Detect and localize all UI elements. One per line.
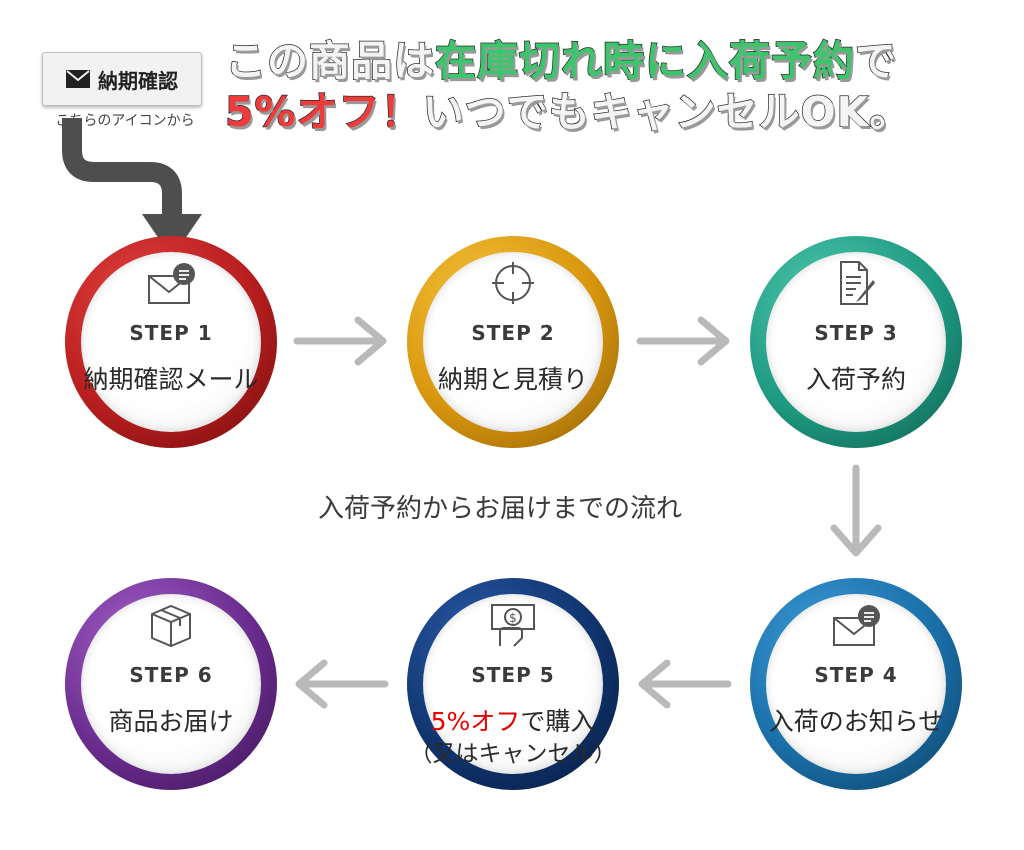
arrow-step4-to-step5 [638, 659, 732, 709]
step-number: STEP 4 [814, 663, 898, 687]
step-name: 入荷のお知らせ [768, 707, 944, 736]
envelope-icon [833, 605, 880, 646]
delivery-check-button[interactable]: 納期確認 [42, 52, 202, 106]
box-icon [151, 604, 191, 648]
step-number: STEP 1 [129, 321, 213, 345]
step-number: STEP 2 [471, 321, 555, 345]
step-name: 5%オフで購入 [430, 707, 596, 736]
crosshair-icon [492, 262, 534, 304]
button-caption: こちらのアイコンから [55, 113, 195, 129]
delivery-check-label: 納期確認 [98, 68, 178, 93]
flow-title: 入荷予約からお届けまでの流れ [317, 494, 682, 524]
money-hand-icon: $ [491, 604, 535, 647]
step-2: STEP 2 納期と見積り [407, 236, 619, 448]
step-6: STEP 6 商品お届け [65, 578, 277, 790]
arrow-step1-to-step2 [293, 316, 387, 366]
step-name: 納期確認メール [83, 365, 259, 394]
envelope-icon [148, 263, 195, 304]
discount-text: 5%オフ [430, 707, 521, 736]
step-subtext: （又はキャンセル） [409, 741, 617, 767]
step-number: STEP 6 [129, 663, 213, 687]
step-5: $ STEP 5 5%オフで購入 （又はキャンセル） [407, 578, 619, 790]
step-name: 納期と見積り [437, 365, 588, 394]
step-4: STEP 4 入荷のお知らせ [750, 578, 962, 790]
arrow-step3-to-step4 [830, 464, 882, 557]
headline-line-2: 5%オフ！いつでもキャンセルOK。 [224, 87, 912, 137]
headline-line-1: この商品は在庫切れ時に入荷予約で [224, 36, 897, 86]
arrow-step2-to-step3 [636, 316, 730, 366]
arrow-step5-to-step6 [295, 659, 389, 709]
pointer-arrow [62, 118, 182, 218]
step-3: STEP 3 入荷予約 [750, 236, 962, 448]
mail-icon [66, 70, 90, 88]
step-name: 商品お届け [108, 707, 234, 736]
step-number: STEP 5 [471, 663, 555, 687]
svg-text:$: $ [509, 611, 517, 625]
document-pen-icon [840, 261, 875, 305]
step-name: 入荷予約 [805, 365, 906, 394]
step-1: STEP 1 納期確認メール [65, 236, 277, 448]
step-number: STEP 3 [814, 321, 898, 345]
